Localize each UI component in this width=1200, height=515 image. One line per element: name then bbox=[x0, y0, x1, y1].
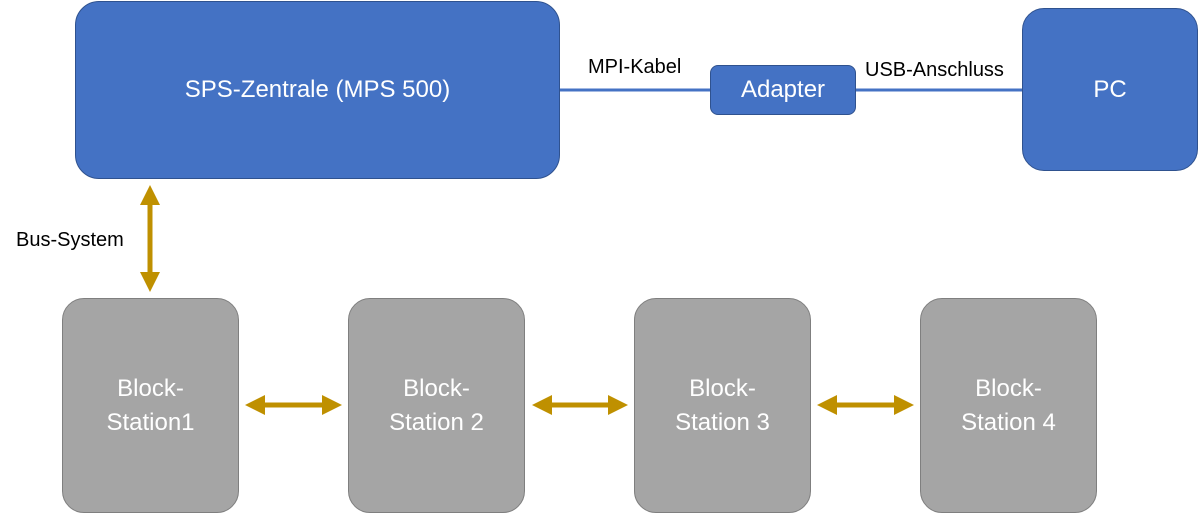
block-station-3: Block- Station 3 bbox=[634, 298, 811, 513]
mpi-cable-label: MPI-Kabel bbox=[588, 56, 682, 78]
bus-system-label: Bus-System bbox=[16, 229, 124, 251]
adapter-label: Adapter bbox=[740, 76, 826, 103]
block-station-3-label: Block- Station 3 bbox=[675, 374, 770, 436]
sps-central-label: SPS-Zentrale (MPS 500) bbox=[184, 76, 451, 103]
usb-connection-label: USB-Anschluss bbox=[865, 59, 1004, 81]
pc-label: PC bbox=[1093, 75, 1127, 103]
sps-central-node: SPS-Zentrale (MPS 500) bbox=[75, 1, 560, 179]
pc-node: PC bbox=[1022, 8, 1198, 171]
adapter-node: Adapter bbox=[710, 65, 856, 115]
block-station-1-label: Block- Station1 bbox=[106, 374, 195, 436]
block-station-2-label: Block- Station 2 bbox=[389, 374, 484, 436]
block-station-4: Block- Station 4 bbox=[920, 298, 1097, 513]
block-station-2: Block- Station 2 bbox=[348, 298, 525, 513]
block-station-1: Block- Station1 bbox=[62, 298, 239, 513]
block-station-4-label: Block- Station 4 bbox=[961, 374, 1056, 436]
